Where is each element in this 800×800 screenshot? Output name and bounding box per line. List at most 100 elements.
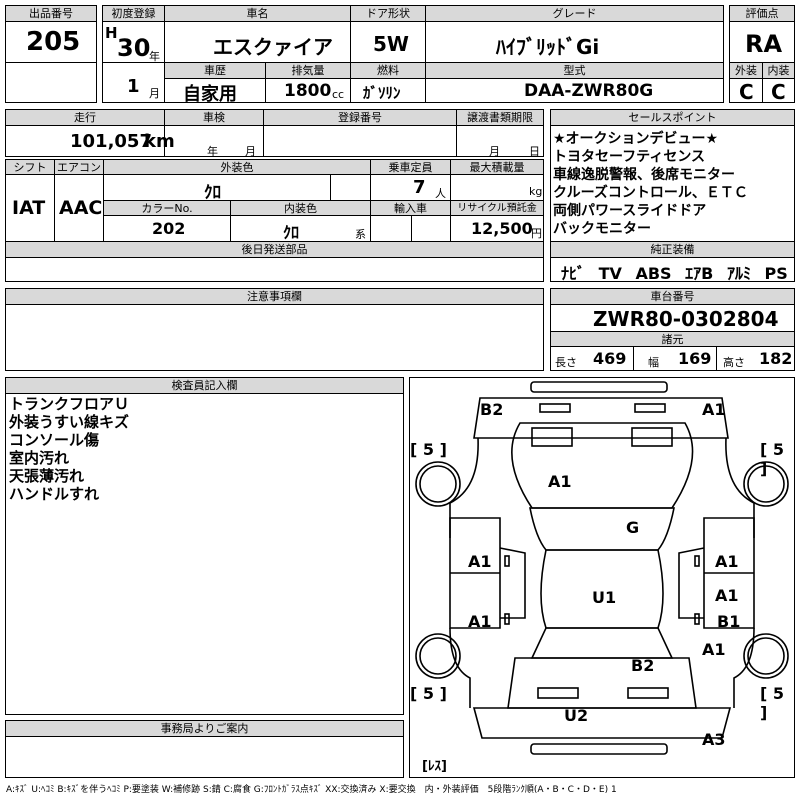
- damage-mark: A1: [702, 640, 726, 659]
- model-cell: DAA-ZWR80G: [425, 78, 724, 103]
- transfer-label: 譲渡書類期限: [456, 109, 544, 126]
- grade-label: グレード: [425, 5, 724, 22]
- damage-mark: B1: [717, 612, 741, 631]
- notes-label: 注意事項欄: [5, 288, 544, 305]
- lot-no-label: 出品番号: [5, 5, 97, 22]
- score-label: 評価点: [729, 5, 795, 22]
- later-parts-cell: [5, 257, 544, 282]
- load-label: 最大積載量: [450, 159, 544, 175]
- sales-point-item: クルーズコントロール、ＥＴＣ: [553, 185, 748, 201]
- equipment-item: ｴｱB: [685, 264, 714, 283]
- damage-mark: A1: [468, 552, 492, 571]
- chassis-cell: ZWR80-0302804: [550, 304, 795, 332]
- inspection-cell: 年 月: [164, 125, 264, 158]
- ac-label: エアコン: [54, 159, 104, 175]
- car-name-cell: エスクァイア: [164, 21, 351, 63]
- lot-no-cell: 205: [5, 21, 97, 63]
- month-unit: 月: [149, 87, 160, 100]
- inspector-label: 検査員記入欄: [5, 377, 404, 394]
- car-outline-svg: [415, 381, 789, 755]
- equipment-item: ﾅﾋﾞ: [561, 264, 586, 283]
- recycle-label: リサイクル預託金: [450, 200, 544, 216]
- score-cell: RA: [729, 21, 795, 63]
- later-parts-label: 後日発送部品: [5, 241, 544, 258]
- inspector-note: コンソール傷: [9, 431, 100, 449]
- first-reg-year-cell: H 30 年: [102, 21, 165, 63]
- damage-mark: U1: [592, 588, 617, 607]
- ac: AAC: [59, 197, 103, 219]
- width-cell: 幅 169: [633, 346, 717, 371]
- int-grade: C: [771, 80, 786, 104]
- history-label: 車歴: [164, 62, 266, 79]
- colorno: 202: [152, 219, 186, 238]
- interior-color-unit: 系: [355, 228, 366, 241]
- tire-score-rear-left: [ 5 ]: [410, 684, 447, 703]
- equipment-item: ABS: [635, 264, 672, 283]
- transfer-cell: 月 日: [456, 125, 544, 158]
- displacement-unit: cc: [332, 88, 345, 101]
- mileage-cell: 101,057 km: [5, 125, 175, 157]
- recycle-cell: 12,500 円: [450, 215, 544, 242]
- first-reg-month-cell: 1 月: [102, 62, 165, 103]
- import-cell-b: [411, 215, 451, 242]
- length-label: 長さ: [555, 356, 577, 369]
- displacement-label: 排気量: [265, 62, 351, 79]
- inspector-note: 外装うすい線キズ: [9, 413, 130, 431]
- model: DAA-ZWR80G: [524, 81, 654, 101]
- door-label: ドア形状: [350, 5, 426, 22]
- specs-label: 諸元: [550, 331, 795, 347]
- capacity-label: 乗車定員: [370, 159, 451, 175]
- fuel-label: 燃料: [350, 62, 426, 79]
- recycle-unit: 円: [531, 227, 542, 240]
- sales-point-item: トヨタセーフティセンス: [553, 149, 706, 165]
- width: 169: [678, 349, 712, 368]
- transfer-day-unit: 日: [529, 145, 540, 158]
- damage-mark: A3: [702, 730, 726, 749]
- load-cell: kg: [450, 174, 544, 201]
- equipment-label: 純正装備: [550, 241, 795, 258]
- spare-tire: [ﾚｽ]: [422, 759, 447, 774]
- capacity: 7: [413, 177, 426, 198]
- car-name-label: 車名: [164, 5, 351, 22]
- history: 自家用: [183, 84, 237, 105]
- color-cell: ｸﾛ: [103, 174, 331, 203]
- sales-points-label: セールスポイント: [550, 109, 795, 126]
- transfer-month-unit: 月: [489, 145, 500, 158]
- height: 182: [759, 349, 793, 368]
- damage-mark: A1: [468, 612, 492, 631]
- first-reg-label: 初度登録: [102, 5, 165, 22]
- grade: ﾊｲﾌﾞﾘｯﾄﾞGi: [496, 35, 600, 59]
- door-cell: 5W: [350, 21, 426, 63]
- recycle: 12,500: [471, 219, 533, 238]
- interior-color-label: 内装色: [230, 200, 371, 216]
- import-label: 輸入車: [370, 200, 451, 216]
- score: RA: [745, 30, 783, 58]
- inspector-note: 室内汚れ: [9, 449, 70, 467]
- equipment-item: TV: [598, 264, 622, 283]
- interior-color-cell: ｸﾛ 系: [230, 215, 371, 242]
- damage-mark: A1: [715, 552, 739, 571]
- tire-score-front-right: [ 5 ]: [760, 440, 785, 478]
- mileage-unit: km: [144, 131, 175, 152]
- history-cell: 自家用: [164, 78, 266, 105]
- shift: IAT: [12, 197, 46, 219]
- chassis-label: 車台番号: [550, 288, 795, 305]
- import-cell-a: [370, 215, 412, 242]
- era: H: [105, 24, 118, 42]
- inspector-note: 天張薄汚れ: [9, 467, 85, 485]
- displacement-cell: 1800 cc: [265, 78, 351, 103]
- equipment-item: ｱﾙﾐ: [726, 264, 751, 283]
- int-label: 内装: [762, 62, 795, 79]
- colorno-label: カラーNo.: [103, 200, 231, 216]
- color-extra-cell: [330, 174, 371, 201]
- lot-no-blank: [5, 62, 97, 103]
- sales-point-item: 車線逸脱警報、後席モニター: [553, 167, 735, 183]
- damage-mark: A1: [548, 472, 572, 491]
- color-label: 外装色: [103, 159, 371, 175]
- damage-mark: B2: [631, 656, 655, 675]
- length-cell: 長さ 469: [550, 346, 634, 371]
- office-label: 事務局よりご案内: [5, 720, 404, 737]
- chassis-number: ZWR80-0302804: [593, 307, 779, 331]
- sales-point-item: バックモニター: [553, 221, 651, 237]
- load-unit: kg: [529, 185, 543, 198]
